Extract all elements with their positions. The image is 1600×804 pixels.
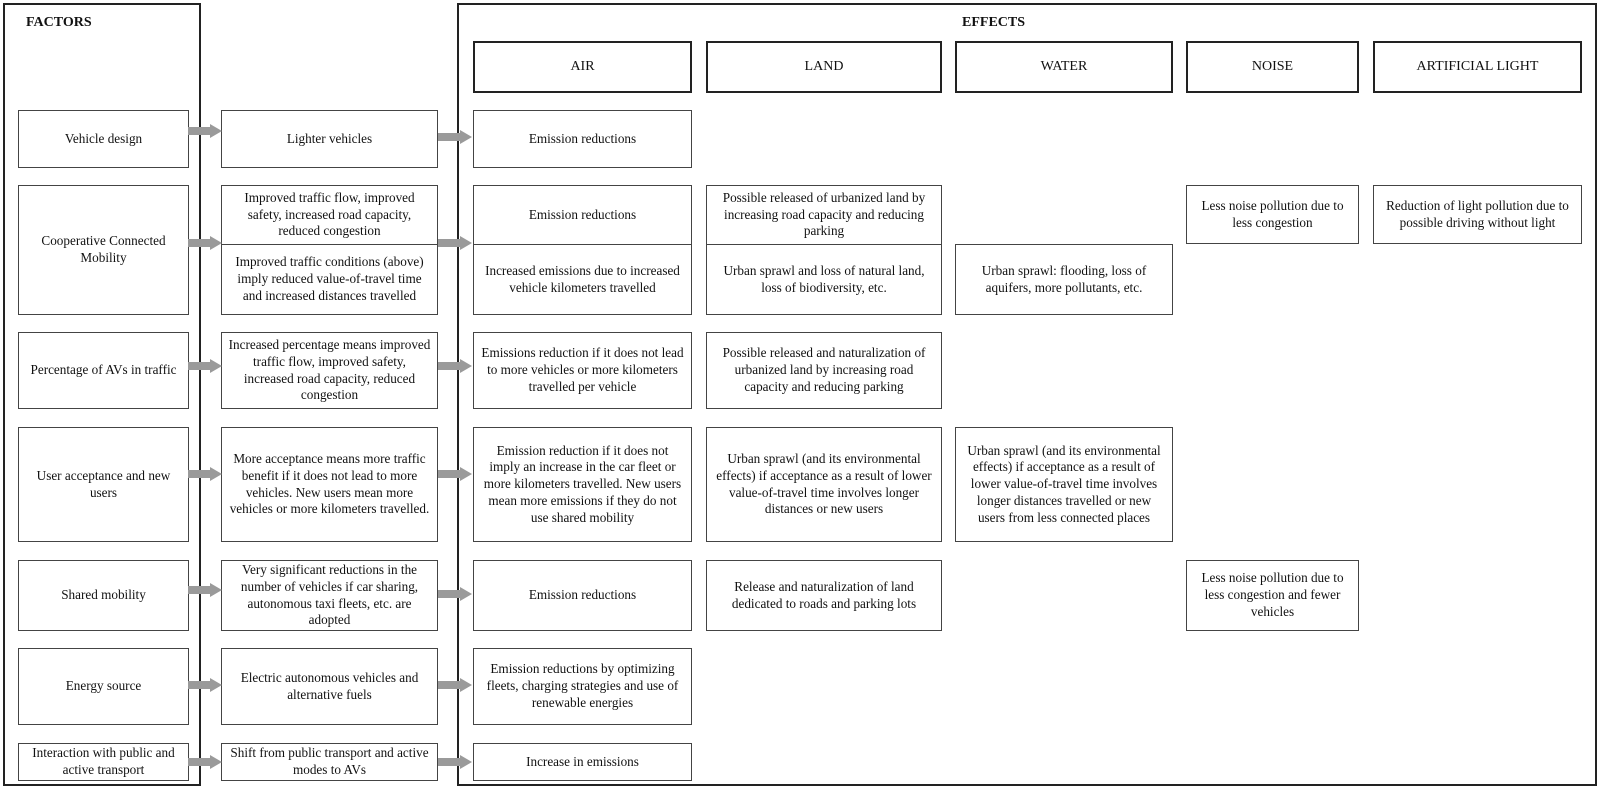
arrow-right-icon [438,467,472,481]
air-effect-ccm-increased-emissions: Increased emissions due to increased veh… [473,244,692,315]
effects-title: EFFECTS [962,15,1026,30]
arrow-right-icon [188,467,222,481]
light-effect-ccm: Reduction of light pollution due to poss… [1373,185,1582,244]
factor-shared-mobility: Shared mobility [18,560,189,631]
header-noise: NOISE [1186,41,1359,93]
header-air: AIR [473,41,692,93]
outcome-shift-to-avs: Shift from public transport and active m… [221,743,438,781]
factor-interaction-public-transport: Interaction with public and active trans… [18,743,189,781]
arrow-right-icon [438,130,472,144]
water-effect-user-acceptance: Urban sprawl (and its environmental effe… [955,427,1173,542]
outcome-electric-vehicles: Electric autonomous vehicles and alterna… [221,648,438,725]
arrow-right-icon [438,755,472,769]
arrow-right-icon [438,678,472,692]
outcome-lighter-vehicles: Lighter vehicles [221,110,438,168]
factor-user-acceptance: User acceptance and new users [18,427,189,542]
land-effect-ccm-released-land: Possible released of urbanized land by i… [706,185,942,244]
water-effect-ccm: Urban sprawl: flooding, loss of aquifers… [955,244,1173,315]
air-effect-interaction: Increase in emissions [473,743,692,781]
arrow-right-icon [188,755,222,769]
air-effect-shared-mobility: Emission reductions [473,560,692,631]
outcome-improved-traffic-flow: Improved traffic flow, improved safety, … [221,185,438,244]
air-effect-user-acceptance: Emission reduction if it does not imply … [473,427,692,542]
land-effect-percentage-avs: Possible released and naturalization of … [706,332,942,409]
arrow-right-icon [438,359,472,373]
factors-frame [3,3,201,786]
header-water: WATER [955,41,1173,93]
arrow-right-icon [188,124,222,138]
outcome-reduced-value-of-travel-time: Improved traffic conditions (above) impl… [221,244,438,315]
arrow-right-icon [188,678,222,692]
effects-frame [457,3,1597,786]
arrow-right-icon [188,359,222,373]
header-land: LAND [706,41,942,93]
arrow-right-icon [438,587,472,601]
air-effect-ccm-reductions: Emission reductions [473,185,692,244]
outcome-increased-percentage: Increased percentage means improved traf… [221,332,438,409]
land-effect-user-acceptance: Urban sprawl (and its environmental effe… [706,427,942,542]
land-effect-shared-mobility: Release and naturalization of land dedic… [706,560,942,631]
factor-energy-source: Energy source [18,648,189,725]
air-effect-percentage-avs: Emissions reduction if it does not lead … [473,332,692,409]
land-effect-ccm-urban-sprawl: Urban sprawl and loss of natural land, l… [706,244,942,315]
factor-percentage-of-avs: Percentage of AVs in traffic [18,332,189,409]
header-artificial-light: ARTIFICIAL LIGHT [1373,41,1582,93]
outcome-more-acceptance: More acceptance means more traffic benef… [221,427,438,542]
factors-title: FACTORS [26,15,92,30]
outcome-significant-reductions: Very significant reductions in the numbe… [221,560,438,631]
arrow-right-icon [188,583,222,597]
noise-effect-shared-mobility: Less noise pollution due to less congest… [1186,560,1359,631]
arrow-right-icon [188,236,222,250]
air-effect-vehicle-design: Emission reductions [473,110,692,168]
noise-effect-ccm: Less noise pollution due to less congest… [1186,185,1359,244]
factor-cooperative-connected-mobility: Cooperative Connected Mobility [18,185,189,315]
air-effect-energy-source: Emission reductions by optimizing fleets… [473,648,692,725]
factor-vehicle-design: Vehicle design [18,110,189,168]
arrow-right-icon [438,236,472,250]
